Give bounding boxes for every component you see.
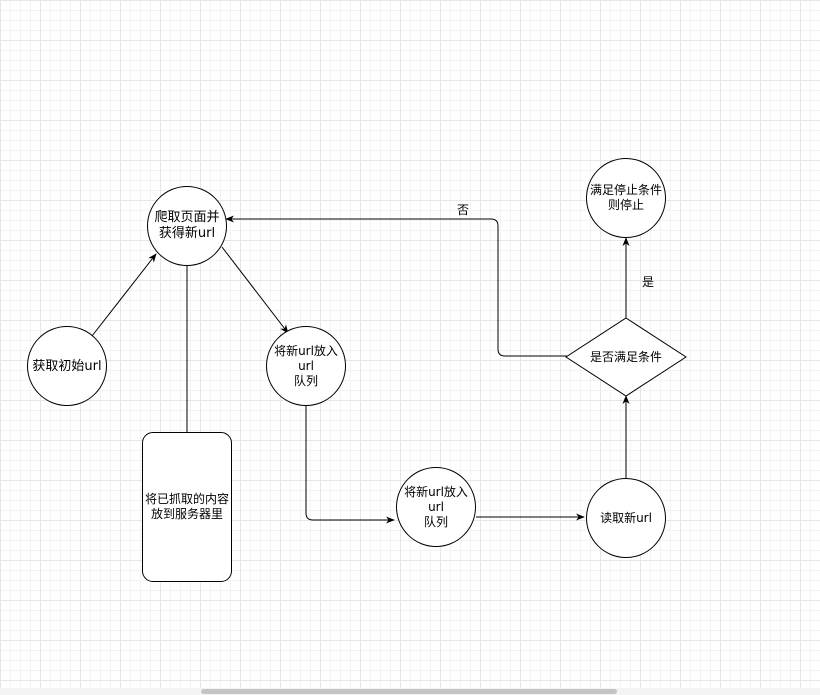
node-stop[interactable]: 满足停止条件 则停止 xyxy=(586,158,666,238)
node-crawl-page[interactable]: 爬取页面并 获得新url xyxy=(147,186,227,266)
edge-initial-to-crawl xyxy=(91,253,157,337)
node-read-new-url[interactable]: 读取新url xyxy=(586,478,666,558)
edge-label-no: 否 xyxy=(457,203,470,217)
node-check-condition-label: 是否满足条件 xyxy=(589,349,662,364)
edge-label-yes: 是 xyxy=(642,275,655,289)
node-put-queue-2[interactable]: 将新url放入url 队列 xyxy=(396,467,476,547)
node-get-initial-url[interactable]: 获取初始url xyxy=(27,326,107,406)
edge-queue1-to-queue2 xyxy=(305,405,395,524)
edge-check-to-crawl-no xyxy=(225,215,567,357)
node-put-queue-1[interactable]: 将新url放入url 队列 xyxy=(266,326,346,406)
decision-diamond[interactable] xyxy=(565,317,687,397)
scrollbar-thumb[interactable] xyxy=(201,689,617,694)
edge-crawl-to-queue1 xyxy=(221,246,289,334)
node-save-content[interactable]: 将已抓取的内容 放到服务器里 xyxy=(142,432,232,582)
horizontal-scrollbar[interactable] xyxy=(0,688,820,695)
